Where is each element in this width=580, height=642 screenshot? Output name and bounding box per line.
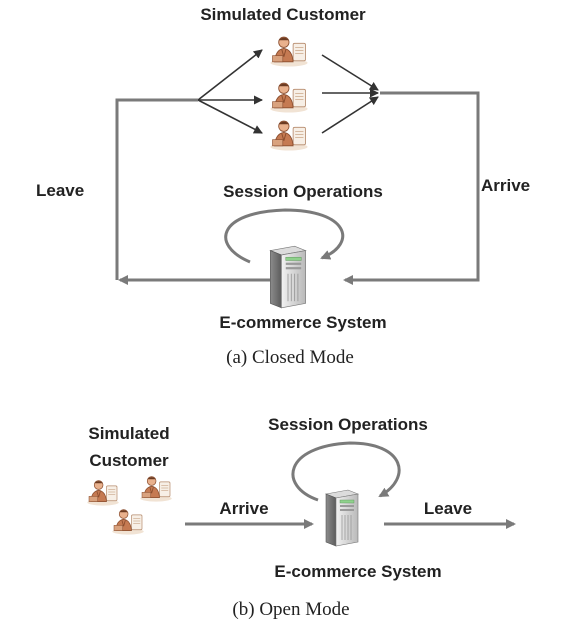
open-arrive-label: Arrive [219,499,268,518]
customer-icon [111,509,145,535]
closed-session-label: Session Operations [223,182,383,201]
open-session-label: Session Operations [268,415,428,434]
customer-icon [269,120,309,151]
server-icon [325,489,359,547]
closed-caption: (a) Closed Mode [226,347,354,368]
session-loop-arrow [224,208,345,264]
closed-title-label: Simulated Customer [200,5,366,24]
closed-system-label: E-commerce System [219,313,386,332]
customer-icon [269,36,309,67]
closed-leave-label: Leave [36,181,84,200]
closed-arrive-label: Arrive [481,176,530,195]
open-customer-label-1: Simulated [88,424,169,443]
open-leave-label: Leave [424,499,472,518]
server-icon [269,245,307,309]
session-loop-arrow [291,441,401,502]
leave-path [115,98,198,280]
fan-in-arrow [321,96,379,134]
customer-icon [269,82,309,113]
open-system-label: E-commerce System [274,562,441,581]
customer-icon [86,480,120,506]
closed-mode-panel: Simulated Customer Leave Arrive Session … [36,5,530,368]
open-caption: (b) Open Mode [232,599,349,620]
arrive-path [343,91,480,285]
open-mode-panel: Simulated Customer Session Operations Ar… [86,415,516,620]
fan-in-arrow [321,54,379,91]
customer-icon [139,476,173,502]
fan-out-arrow [197,49,263,101]
fan-out-arrow [197,99,263,134]
open-customer-label-2: Customer [89,451,169,470]
